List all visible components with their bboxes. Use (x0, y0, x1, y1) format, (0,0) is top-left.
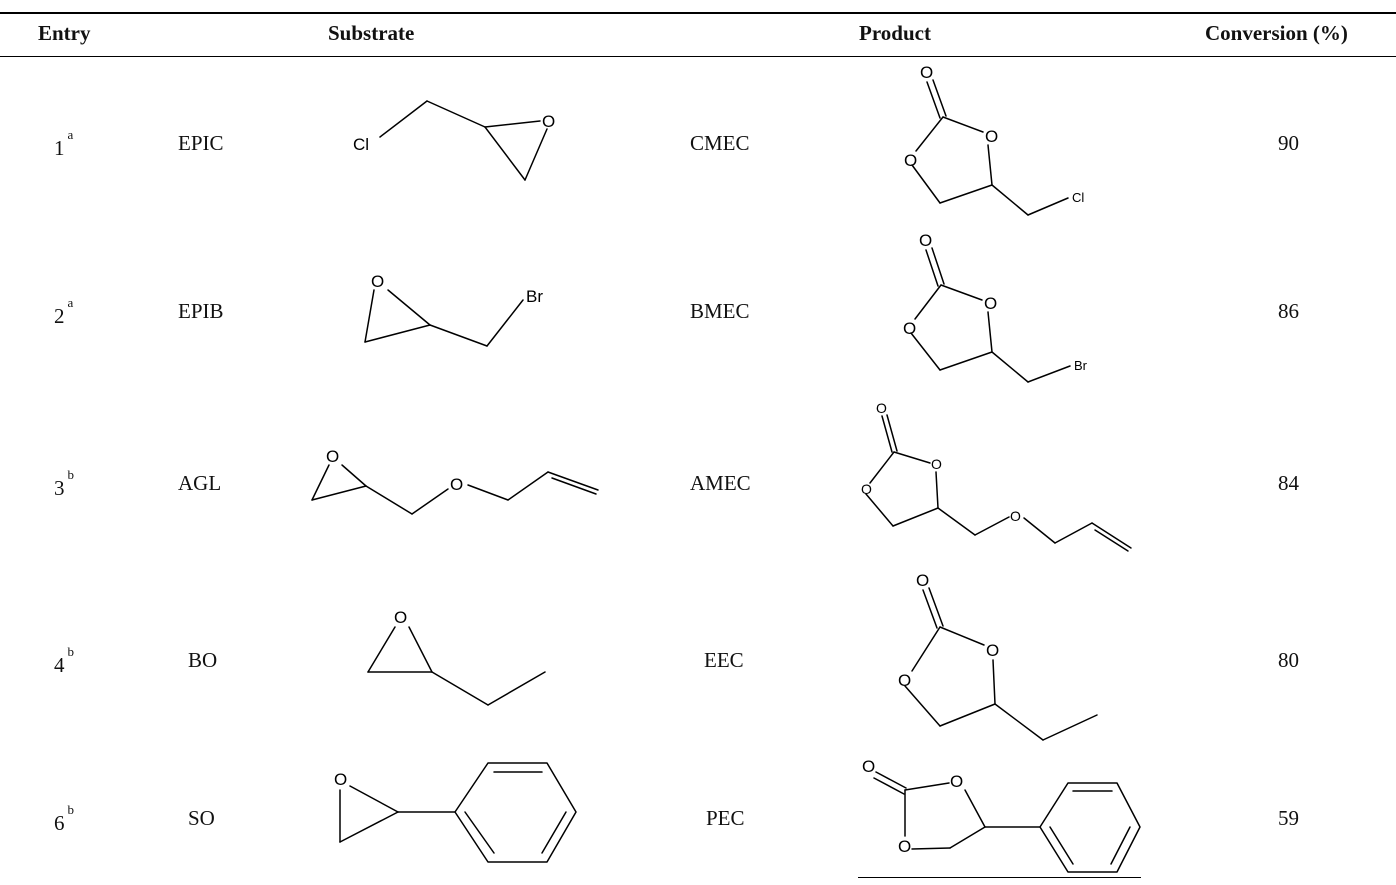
substrate-name: EPIC (178, 131, 224, 155)
entry-footnote: a (67, 127, 74, 142)
atom-label-o: O (862, 757, 875, 776)
substrate-structure-bo: O (367, 608, 546, 706)
product-name: AMEC (690, 471, 751, 495)
atom-label-o: O (876, 400, 887, 416)
product-structure-cmec: O O O Cl (904, 63, 1084, 216)
substrate-structure-so: O (334, 762, 577, 863)
atom-label-cl: Cl (353, 135, 369, 154)
product-name: CMEC (690, 131, 750, 155)
conversion-value: 86 (1278, 299, 1299, 323)
header-entry: Entry (38, 21, 91, 45)
entry-cell: 2a (54, 295, 74, 329)
atom-label-o: O (986, 641, 999, 660)
atom-label-o: O (920, 63, 933, 82)
entry-cell: 4b (54, 644, 75, 678)
substrate-name: AGL (178, 471, 222, 495)
header-product: Product (859, 21, 931, 45)
header-substrate: Substrate (328, 21, 415, 45)
product-name: BMEC (690, 299, 750, 323)
product-structure-amec: O O O O (861, 400, 1132, 552)
atom-label-o: O (394, 608, 407, 627)
entry-cell: 3b (54, 467, 75, 501)
atom-label-o: O (898, 837, 911, 856)
atom-label-o: O (542, 112, 555, 131)
product-structure-pec: O O O (862, 757, 1141, 873)
header-bottom-rule (0, 56, 1396, 57)
entry-number: 2 (54, 304, 65, 328)
atom-label-o: O (916, 571, 929, 590)
atom-label-o: O (1010, 508, 1021, 524)
atom-label-o: O (903, 319, 916, 338)
substrate-name: SO (188, 806, 215, 830)
entry-cell: 6b (54, 802, 75, 836)
atom-label-br: Br (526, 287, 543, 306)
atom-label-o: O (334, 770, 347, 789)
conversion-value: 84 (1278, 471, 1299, 495)
substrate-structure-agl: O O (311, 447, 599, 515)
atom-label-cl: Cl (1072, 190, 1084, 205)
atom-label-o: O (904, 151, 917, 170)
entry-number: 6 (54, 811, 65, 835)
atom-label-o: O (985, 127, 998, 146)
conversion-value: 59 (1278, 806, 1299, 830)
substrate-name: EPIB (178, 299, 224, 323)
product-structure-eec: O O O (898, 571, 1098, 741)
substrate-name: BO (188, 648, 218, 672)
product-name: PEC (706, 806, 745, 830)
atom-label-o: O (931, 456, 942, 472)
table-bottom-rule-partial (858, 877, 1141, 878)
entry-footnote: b (67, 467, 75, 482)
entry-number: 1 (54, 136, 65, 160)
entry-number: 3 (54, 476, 65, 500)
atom-label-br: Br (1074, 358, 1088, 373)
entry-footnote: a (67, 295, 74, 310)
conversion-value: 80 (1278, 648, 1299, 672)
atom-label-o: O (326, 447, 339, 466)
atom-label-o: O (984, 294, 997, 313)
entry-cell: 1a (54, 127, 74, 161)
atom-label-o: O (450, 475, 463, 494)
atom-label-o: O (371, 272, 384, 291)
product-name: EEC (704, 648, 744, 672)
entry-footnote: b (67, 802, 75, 817)
entry-footnote: b (67, 644, 75, 659)
header-conversion: Conversion (%) (1205, 21, 1348, 45)
table-top-rule (0, 12, 1396, 14)
atom-label-o: O (919, 231, 932, 250)
substrate-structure-epic: Cl O (353, 100, 555, 181)
substrate-structure-epib: O Br (364, 272, 543, 347)
entry-number: 4 (54, 653, 65, 677)
conversion-value: 90 (1278, 131, 1299, 155)
atom-label-o: O (898, 671, 911, 690)
product-structure-bmec: O O O Br (903, 231, 1088, 383)
atom-label-o: O (861, 481, 872, 497)
atom-label-o: O (950, 772, 963, 791)
